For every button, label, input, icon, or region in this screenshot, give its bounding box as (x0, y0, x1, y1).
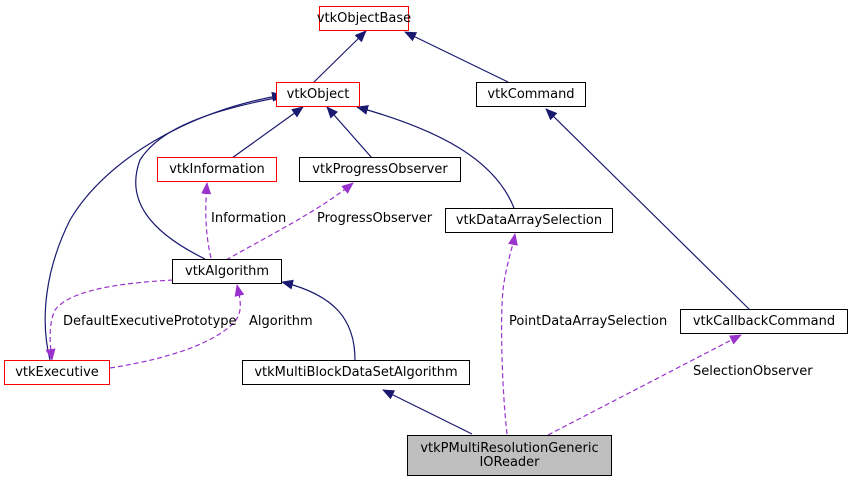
edge-label-information: Information (211, 211, 287, 226)
focus-node-label-line1: vtkPMultiResolutionGeneric (420, 440, 599, 456)
node-vtkmultiblockdatasetalgorithm[interactable]: vtkMultiBlockDataSetAlgorithm (242, 360, 470, 385)
node-vtkobjectbase[interactable]: vtkObjectBase (317, 6, 411, 31)
edge-algorithm-usage (109, 284, 245, 369)
edge-label-progress-observer: ProgressObserver (317, 211, 433, 226)
edge-vtkcommand-to-vtkobjectbase (404, 31, 509, 83)
node-vtkdataarrayselection[interactable]: vtkDataArraySelection (445, 208, 613, 233)
edge-vtkprogressobserver-to-vtkobject (326, 106, 373, 159)
edge-vtkdataarrayselection-to-vtkobject (356, 105, 515, 209)
focus-node-label-line2: IOReader (479, 454, 540, 470)
node-vtkinformation[interactable]: vtkInformation (157, 157, 277, 182)
edge-point-data-array-selection-usage (500, 233, 518, 435)
edge-selection-observer-usage (547, 334, 742, 436)
edge-vtkcallbackcommand-to-vtkcommand (545, 108, 751, 311)
edge-label-selection-observer: SelectionObserver (693, 364, 813, 379)
edge-label-algorithm: Algorithm (249, 314, 313, 329)
edge-vtkalgorithm-to-vtkobject (135, 93, 287, 260)
edge-vtkinformation-to-vtkobject (231, 106, 304, 159)
edge-label-default-executive-prototype: DefaultExecutivePrototype (63, 314, 237, 329)
node-vtkcallbackcommand[interactable]: vtkCallbackCommand (680, 309, 848, 334)
edge-information-usage (201, 182, 212, 259)
edge-progressobserver-usage (225, 182, 354, 261)
edge-vtkobject-to-vtkobjectbase (312, 30, 367, 84)
edge-default-executive-prototype-usage (45, 279, 174, 361)
edge-vtkexecutive-to-vtkobject (44, 91, 284, 361)
edge-label-point-data-array-selection: PointDataArraySelection (509, 314, 668, 329)
node-vtkpmultiresolutiongenericioreader: vtkPMultiResolutionGeneric IOReader (407, 435, 612, 476)
node-vtkexecutive[interactable]: vtkExecutive (4, 360, 110, 385)
node-vtkprogressobserver[interactable]: vtkProgressObserver (299, 157, 461, 182)
node-vtkobject[interactable]: vtkObject (276, 82, 360, 107)
node-vtkcommand[interactable]: vtkCommand (476, 82, 586, 107)
edge-focus-to-vtkmultiblock (382, 389, 473, 435)
edge-vtkmultiblock-to-vtkalgorithm (281, 279, 356, 361)
node-vtkalgorithm[interactable]: vtkAlgorithm (172, 259, 282, 284)
